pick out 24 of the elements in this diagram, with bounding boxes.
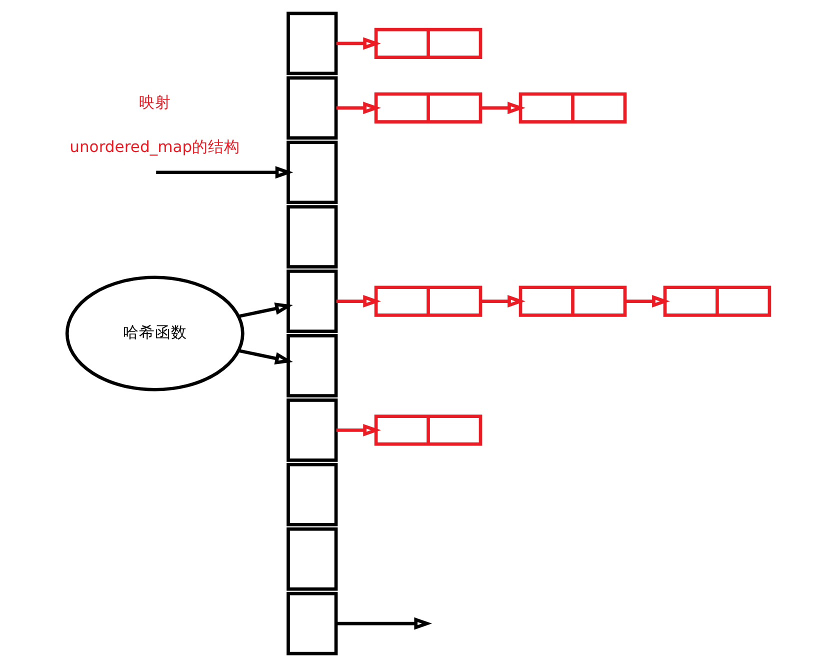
arrow bbox=[336, 294, 381, 308]
label: unordered_map的结构 bbox=[70, 138, 240, 156]
node-box bbox=[286, 269, 338, 332]
arrow bbox=[625, 294, 670, 308]
node-ellipse: 哈希函数 bbox=[65, 275, 244, 391]
label: 映射 bbox=[138, 93, 171, 112]
node-box bbox=[286, 591, 338, 655]
arrow bbox=[238, 302, 293, 318]
node-box bbox=[286, 140, 338, 204]
node-box bbox=[286, 204, 338, 268]
arrow bbox=[238, 348, 293, 364]
node-box bbox=[286, 334, 338, 397]
arrow bbox=[480, 294, 526, 308]
node-box bbox=[286, 76, 338, 140]
arrow bbox=[336, 101, 381, 114]
arrow bbox=[336, 36, 381, 50]
node-box bbox=[286, 398, 338, 462]
node-box bbox=[286, 462, 338, 526]
arrow bbox=[336, 423, 381, 436]
arrow bbox=[156, 166, 294, 178]
node-box bbox=[286, 526, 338, 590]
node-box bbox=[286, 11, 338, 75]
arrow bbox=[336, 616, 432, 630]
arrow bbox=[480, 101, 526, 114]
